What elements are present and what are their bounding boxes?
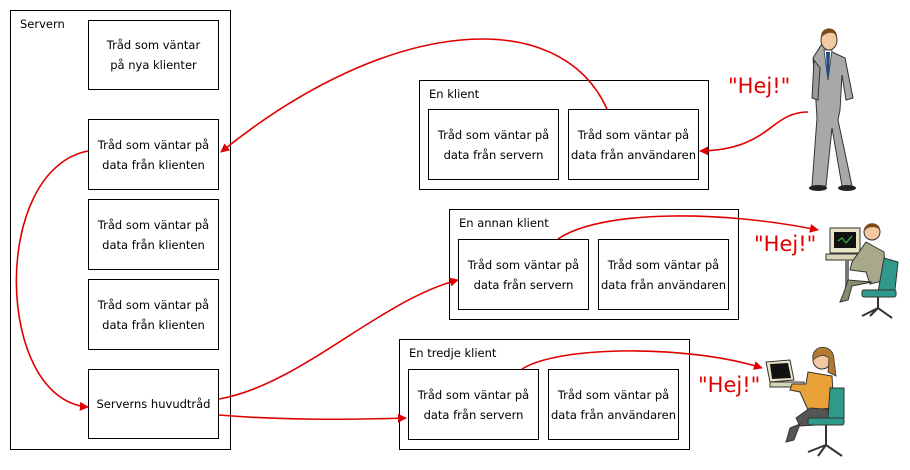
client-1-label: En klient bbox=[429, 87, 480, 101]
client-3-thread-user: Tråd som väntar på data från användaren bbox=[548, 369, 679, 440]
server-thread-new-clients: Tråd som väntar på nya klienter bbox=[88, 20, 219, 90]
arrow-server-thread-to-main bbox=[15, 150, 89, 411]
client-2-thread-user: Tråd som väntar på data från användaren bbox=[598, 239, 729, 310]
client-3-label: En tredje klient bbox=[409, 346, 497, 360]
arrow-client1-to-server bbox=[220, 38, 608, 153]
arrow-main-to-client2 bbox=[218, 277, 459, 400]
client-2-label: En annan klient bbox=[459, 216, 549, 230]
server-thread-client-3: Tråd som väntar på data från klienten bbox=[88, 279, 219, 350]
client-1-thread-user: Tråd som väntar på data från användaren bbox=[568, 109, 699, 180]
speech-hej-2: "Hej!" bbox=[754, 232, 817, 256]
speech-hej-3: "Hej!" bbox=[698, 373, 761, 397]
arrow-user1-to-client1 bbox=[699, 111, 809, 156]
server-main-thread: Serverns huvudtråd bbox=[88, 369, 219, 439]
server-thread-client-1: Tråd som väntar på data från klienten bbox=[88, 119, 219, 190]
arrow-main-to-client3 bbox=[218, 413, 407, 423]
client-2-thread-server: Tråd som väntar på data från servern bbox=[458, 239, 589, 310]
client-1-thread-server: Tråd som väntar på data från servern bbox=[428, 109, 559, 180]
server-label: Servern bbox=[20, 17, 65, 31]
arrow-client2-to-user2 bbox=[557, 215, 819, 240]
arrow-client3-to-user3 bbox=[521, 350, 763, 370]
client-3-thread-server: Tråd som väntar på data från servern bbox=[408, 369, 539, 440]
server-thread-client-2: Tråd som väntar på data från klienten bbox=[88, 199, 219, 270]
speech-hej-1: "Hej!" bbox=[728, 74, 791, 98]
